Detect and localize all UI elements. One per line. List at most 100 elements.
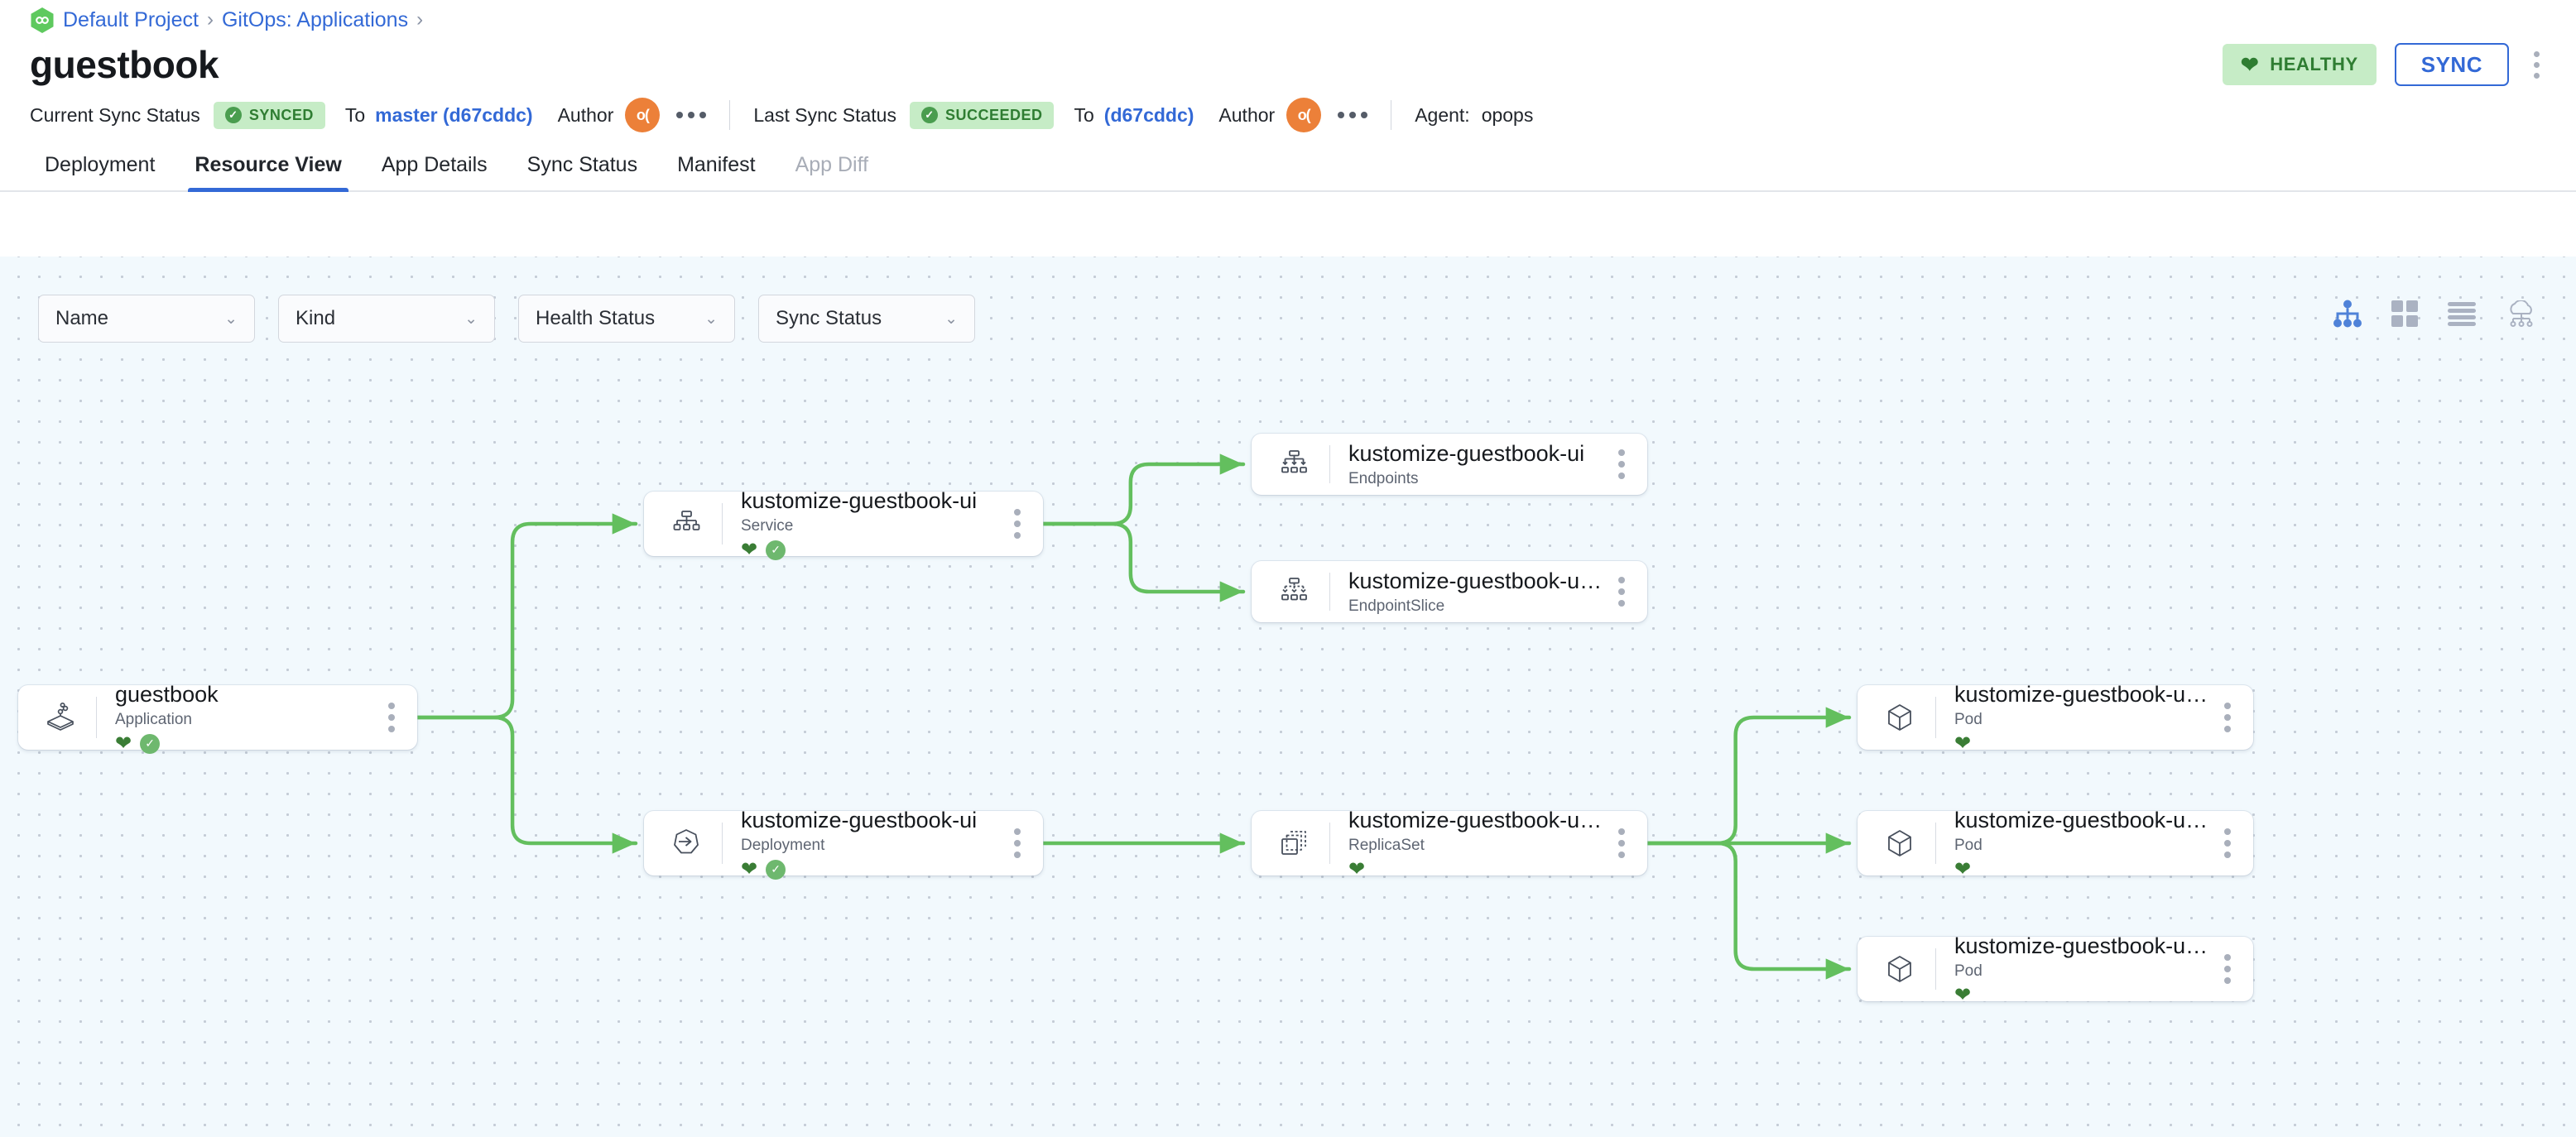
sync-check-icon: ✓ bbox=[140, 733, 161, 754]
heart-icon: ❤ bbox=[2240, 52, 2260, 77]
node-kind: Deployment bbox=[741, 836, 825, 854]
pod-icon bbox=[1876, 952, 1924, 986]
breadcrumb-item-default-project[interactable]: Default Project bbox=[63, 7, 199, 31]
tab-app-diff: App Diff bbox=[795, 152, 869, 176]
node-kind: Endpoints bbox=[1348, 469, 1419, 487]
health-status-badge: ❤ HEALTHY bbox=[2222, 44, 2377, 85]
view-mode-switcher bbox=[2333, 300, 2538, 328]
node-menu-icon[interactable] bbox=[1603, 449, 1641, 479]
node-divider bbox=[1935, 948, 1936, 990]
heart-icon: ❤ bbox=[1348, 857, 1366, 880]
resource-graph-canvas[interactable]: Name⌄Kind⌄Health Status⌄Sync Status⌄ bbox=[0, 257, 2576, 1137]
node-status-icons: ❤ bbox=[1954, 733, 2208, 754]
node-kind: ReplicaSet bbox=[1348, 836, 1425, 854]
filter-label: Health Status bbox=[536, 307, 656, 329]
breadcrumb-item-gitops-applications[interactable]: GitOps: Applications bbox=[221, 7, 409, 31]
service-icon bbox=[662, 507, 710, 540]
graph-node-pod[interactable]: kustomize-guestbook-ui-…Pod❤ bbox=[1858, 933, 2253, 1005]
node-name: kustomize-guestbook-ui bbox=[741, 807, 978, 832]
node-divider bbox=[1329, 445, 1330, 483]
list-view-icon[interactable] bbox=[2447, 301, 2477, 326]
endpointslice-icon bbox=[1270, 575, 1318, 608]
node-menu-icon[interactable] bbox=[998, 828, 1036, 858]
node-body: kustomize-guestbook-ui-…Pod❤ bbox=[1936, 933, 2208, 1005]
node-menu-icon[interactable] bbox=[372, 703, 411, 732]
node-menu-icon[interactable] bbox=[2208, 828, 2247, 858]
last-sync-more-icon[interactable] bbox=[1338, 112, 1368, 118]
graph-node-pod[interactable]: kustomize-guestbook-ui-…Pod❤ bbox=[1858, 807, 2253, 879]
agent-label: Agent: bbox=[1415, 103, 1470, 126]
filter-kind[interactable]: Kind ⌄ bbox=[278, 295, 495, 343]
graph-node-endpointslice[interactable]: kustomize-guestbook-ui-…EndpointSlice bbox=[1252, 561, 1647, 622]
check-circle-icon-2: ✓ bbox=[920, 107, 938, 123]
agent-value: opops bbox=[1481, 103, 1534, 126]
current-sync-status-label: Current Sync Status bbox=[30, 103, 200, 126]
grid-view-icon[interactable] bbox=[2391, 300, 2419, 328]
node-menu-icon[interactable] bbox=[2208, 954, 2247, 984]
node-name: kustomize-guestbook-ui-… bbox=[1954, 807, 2208, 832]
endpoints-icon bbox=[1270, 448, 1318, 481]
tab-manifest[interactable]: Manifest bbox=[677, 152, 756, 176]
heart-icon: ❤ bbox=[741, 538, 758, 561]
last-author-avatar[interactable]: o( bbox=[1286, 98, 1322, 132]
tab-resource-view[interactable]: Resource View bbox=[175, 139, 361, 192]
node-status-icons: ❤✓ bbox=[115, 732, 372, 755]
current-sync-more-icon[interactable] bbox=[676, 112, 707, 118]
node-menu-icon[interactable] bbox=[1603, 828, 1641, 858]
graph-edge bbox=[1645, 841, 1852, 980]
chevron-down-icon: ⌄ bbox=[464, 309, 478, 328]
last-sync-status-badge: ✓ SUCCEEDED bbox=[909, 101, 1055, 129]
current-to-label: To bbox=[344, 103, 366, 126]
breadcrumb-separator: › bbox=[206, 8, 214, 31]
last-sync-status-label: Last Sync Status bbox=[753, 103, 896, 126]
tab-sync-status[interactable]: Sync Status bbox=[526, 152, 638, 176]
filter-sync-status[interactable]: Sync Status ⌄ bbox=[758, 295, 975, 343]
node-body: kustomize-guestbook-ui-…Pod❤ bbox=[1936, 682, 2208, 754]
graph-node-replicaset[interactable]: kustomize-guestbook-ui-…ReplicaSet❤ bbox=[1252, 808, 1647, 879]
main-tabs: Deployment Resource View App Details Sync S… bbox=[0, 141, 2576, 192]
graph-edge bbox=[1040, 521, 1246, 602]
chevron-down-icon: ⌄ bbox=[944, 309, 958, 328]
current-author-avatar[interactable]: o( bbox=[625, 98, 661, 132]
tab-app-details[interactable]: App Details bbox=[381, 152, 488, 176]
sync-check-icon: ✓ bbox=[766, 540, 786, 560]
node-menu-icon[interactable] bbox=[998, 509, 1036, 539]
node-name: kustomize-guestbook-ui-… bbox=[1954, 681, 2208, 707]
filter-label: Kind bbox=[296, 307, 336, 329]
chevron-down-icon: ⌄ bbox=[224, 309, 238, 328]
filter-label: Sync Status bbox=[776, 307, 882, 329]
heart-icon: ❤ bbox=[1954, 983, 1972, 1006]
tree-view-icon[interactable] bbox=[2333, 300, 2362, 328]
network-view-icon[interactable] bbox=[2505, 300, 2538, 327]
node-status-icons: ❤ bbox=[1954, 859, 2208, 880]
node-name: kustomize-guestbook-ui-… bbox=[1954, 933, 2208, 958]
node-menu-icon[interactable] bbox=[1603, 577, 1641, 607]
header-actions: ❤ HEALTHY SYNC bbox=[2222, 43, 2546, 86]
pod-icon bbox=[1876, 701, 1924, 734]
tab-deployment[interactable]: Deployment bbox=[45, 152, 156, 176]
last-revision-link[interactable]: (d67cddc) bbox=[1103, 103, 1194, 126]
sync-button[interactable]: SYNC bbox=[2394, 43, 2509, 86]
node-kind: Service bbox=[741, 516, 794, 535]
filter-name[interactable]: Name⌄ bbox=[38, 295, 255, 343]
graph-node-pod[interactable]: kustomize-guestbook-ui-…Pod❤ bbox=[1858, 682, 2253, 753]
current-revision-link[interactable]: master (d67cddc) bbox=[375, 103, 533, 126]
sync-check-icon: ✓ bbox=[766, 859, 786, 880]
header-overflow-menu-icon[interactable] bbox=[2527, 46, 2546, 84]
replicaset-icon bbox=[1270, 827, 1318, 860]
heart-icon: ❤ bbox=[115, 732, 132, 755]
filter-health-status[interactable]: Health Status⌄ bbox=[518, 295, 735, 343]
deployment-icon bbox=[662, 827, 710, 860]
node-menu-icon[interactable] bbox=[2208, 703, 2247, 732]
breadcrumb: Default Project › GitOps: Applications › bbox=[30, 0, 2546, 40]
node-divider bbox=[96, 697, 97, 738]
current-sync-status-value: SYNCED bbox=[248, 106, 314, 123]
node-divider bbox=[1935, 697, 1936, 738]
pod-icon bbox=[1876, 827, 1924, 860]
